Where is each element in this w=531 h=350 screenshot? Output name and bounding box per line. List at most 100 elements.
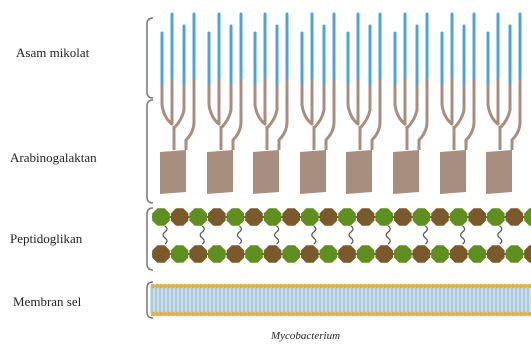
bracket (147, 18, 153, 98)
lipid-head (231, 312, 236, 317)
peptidoglycan-sugar (468, 208, 486, 226)
lipid-head (247, 312, 252, 317)
bracket (147, 100, 153, 203)
lipid-head (255, 284, 260, 289)
lipid-head (295, 312, 300, 317)
lipid-head (203, 284, 208, 289)
peptidoglycan-sugar (301, 208, 319, 226)
lipid-head (507, 312, 512, 317)
lipid-head (311, 284, 316, 289)
lipid-head (379, 284, 384, 289)
peptide-crosslink (163, 226, 167, 244)
lipid-head (355, 312, 360, 317)
lipid-head (151, 284, 156, 289)
lipid-head (219, 312, 224, 317)
lipid-head (519, 312, 524, 317)
lipid-head (407, 284, 412, 289)
arabinogalactan-block (440, 150, 466, 194)
lipid-head (423, 284, 428, 289)
lipid-head (407, 312, 412, 317)
lipid-head (207, 284, 212, 289)
peptidoglycan-sugar (320, 208, 338, 226)
arabinogalactan-block (253, 150, 279, 194)
peptidoglycan-sugar (413, 208, 431, 226)
lipid-head (467, 284, 472, 289)
lipid-head (251, 312, 256, 317)
lipid-head (371, 284, 376, 289)
peptide-crosslink (275, 226, 279, 244)
lipid-head (523, 284, 528, 289)
lipid-head (427, 312, 432, 317)
lipid-head (375, 312, 380, 317)
lipid-head (435, 312, 440, 317)
lipid-head (327, 312, 332, 317)
lipid-head (367, 312, 372, 317)
lipid-head (523, 312, 528, 317)
peptide-crosslink (312, 226, 316, 244)
lipid-head (491, 312, 496, 317)
lipid-head (227, 284, 232, 289)
lipid-head (155, 284, 160, 289)
lipid-head (483, 312, 488, 317)
peptidoglycan-sugar (487, 208, 505, 226)
lipid-head (347, 284, 352, 289)
peptidoglycan-sugar (171, 245, 189, 263)
lipid-head (275, 312, 280, 317)
lipid-head (183, 284, 188, 289)
peptide-crosslink (237, 226, 241, 244)
arabinogalactan-chain (360, 86, 370, 128)
arabinogalactan-block (160, 150, 186, 194)
lipid-head (307, 312, 312, 317)
lipid-head (191, 284, 196, 289)
lipid-head (335, 284, 340, 289)
arabinogalactan-chain (372, 80, 380, 140)
lipid-head (479, 312, 484, 317)
lipid-head (391, 284, 396, 289)
lipid-head (231, 284, 236, 289)
lipid-head (371, 312, 376, 317)
lipid-head (387, 312, 392, 317)
lipid-head (303, 312, 308, 317)
peptidoglycan-sugar (375, 245, 393, 263)
lipid-head (463, 284, 468, 289)
arabinogalactan-chain (279, 80, 287, 140)
lipid-head (299, 312, 304, 317)
peptidoglycan-sugar (524, 245, 531, 263)
lipid-head (319, 312, 324, 317)
lipid-head (259, 284, 264, 289)
lipid-head (383, 312, 388, 317)
lipid-head (415, 284, 420, 289)
lipid-head (339, 312, 344, 317)
arabinogalactan-chain (454, 86, 464, 128)
lipid-head (295, 284, 300, 289)
arabinogalactan-chain (419, 80, 427, 140)
lipid-head (259, 312, 264, 317)
lipid-head (175, 284, 180, 289)
arabinogalactan-layer (160, 80, 520, 194)
lipid-head (163, 312, 168, 317)
lipid-head (395, 284, 400, 289)
lipid-head (459, 284, 464, 289)
lipid-head (403, 312, 408, 317)
peptide-crosslink (498, 226, 502, 244)
peptidoglycan-sugar (394, 208, 412, 226)
lipid-head (511, 284, 516, 289)
peptidoglycan-sugar (338, 245, 356, 263)
lipid-head (327, 284, 332, 289)
lipid-head (447, 312, 452, 317)
peptidoglycan-sugar (413, 245, 431, 263)
lipid-head (511, 312, 516, 317)
lipid-head (255, 312, 260, 317)
lipid-head (503, 284, 508, 289)
peptidoglycan-sugar (171, 208, 189, 226)
peptidoglycan-sugar (301, 245, 319, 263)
lipid-head (439, 312, 444, 317)
lipid-head (283, 284, 288, 289)
cell-membrane-layer (150, 284, 531, 317)
lipid-head (275, 284, 280, 289)
arabinogalactan-chain (500, 86, 510, 128)
arabinogalactan-block (346, 150, 372, 194)
lipid-head (175, 312, 180, 317)
lipid-head (191, 312, 196, 317)
lipid-head (411, 284, 416, 289)
